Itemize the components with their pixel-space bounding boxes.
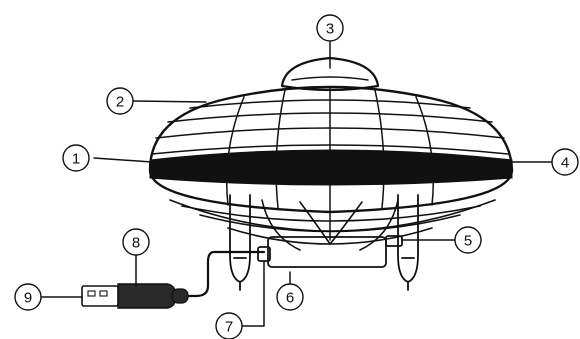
- usb-plug-body: [118, 284, 176, 308]
- callout-7-label: 7: [225, 319, 233, 336]
- callout-8: 8: [123, 229, 149, 255]
- callout-8-label: 8: [132, 235, 140, 252]
- callout-5-label: 5: [464, 233, 472, 250]
- callout-9: 9: [15, 284, 41, 310]
- callout-6-label: 6: [286, 290, 294, 307]
- callout-6: 6: [277, 284, 303, 310]
- callout-7: 7: [216, 313, 242, 339]
- callout-3: 3: [317, 15, 343, 41]
- callout-1: 1: [63, 145, 89, 171]
- callout-9-label: 9: [24, 290, 32, 307]
- callout-3-label: 3: [326, 21, 334, 38]
- ufo-drone: [82, 58, 512, 308]
- led-band: [150, 150, 512, 185]
- callout-4-label: 4: [561, 155, 569, 172]
- landing-leg-left: [230, 195, 250, 290]
- landing-leg-right: [398, 195, 418, 290]
- callout-2-label: 2: [116, 94, 124, 111]
- callout-2: 2: [107, 88, 133, 114]
- callout-4: 4: [552, 149, 578, 175]
- callout-1-label: 1: [72, 151, 80, 168]
- lower-cage: [170, 200, 495, 250]
- callout-5: 5: [455, 227, 481, 253]
